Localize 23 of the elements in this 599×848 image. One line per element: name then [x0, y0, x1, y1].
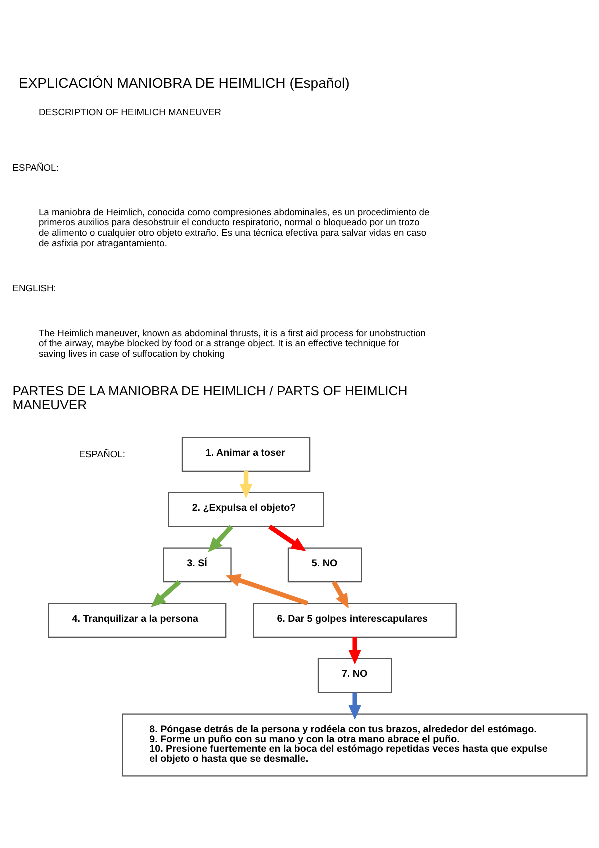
arrow: [268, 524, 306, 552]
node-box: 3. SÍ: [163, 547, 232, 582]
arrow: [208, 524, 234, 552]
diagram-title: EXPLICACIÓN MANIOBRA DE HEIMLICH (Español): [18, 74, 350, 90]
node-box: 2. ¿Expulsa el objeto?: [168, 492, 324, 527]
label: DESCRIPTION OF HEIMLICH MANEUVER: [38, 106, 222, 117]
node-box: 7. NO: [318, 658, 392, 693]
node-box: 6. Dar 5 golpes interescapulares: [253, 602, 457, 638]
arrow: [240, 471, 253, 498]
node-box: 4. Tranquilizar a la persona: [48, 602, 227, 638]
arrow: [348, 637, 362, 664]
label: ESPAÑOL:: [79, 448, 126, 459]
node-box: 5. NO: [288, 547, 362, 582]
node-box: 1. Animar a toser: [182, 436, 311, 472]
label: La maniobra de Heimlich, conocida como compresiones abdominales, es un procedimiento de primeros auxilios para desobstruir el conducto respiratorio, normal o bloqueado por un trozo de alimento o cualquier otro objeto extraño. Es una técnica efectiva para salvar vidas en caso de asfixia por atragantamiento.: [38, 206, 430, 248]
arrow: [348, 692, 362, 720]
arrow: [151, 580, 182, 607]
label: PARTES DE LA MANIOBRA DE HEIMLICH / PARTS OF HEIMLICH MANEUVER: [12, 383, 408, 412]
node-box: 8. Póngase detrás de la persona y rodéela con tus brazos, alrededor del estómago. 9. Forme un puño con su mano y con la otra mano abrace el puño. 10. Presione fuertemente en la boca del estómago repetidas veces hasta que expulse el objeto o hasta que se desmalle.: [122, 713, 588, 776]
label: ENGLISH:: [12, 282, 56, 293]
label: ESPAÑOL:: [12, 162, 59, 173]
label: The Heimlich maneuver, known as abdominal thrusts, it is a first aid process for unobstruction of the airway, maybe blocked by food or a strange object. It is an effective technique for saving lives in case of suffocation by choking: [38, 328, 426, 358]
arrow: [332, 580, 349, 608]
